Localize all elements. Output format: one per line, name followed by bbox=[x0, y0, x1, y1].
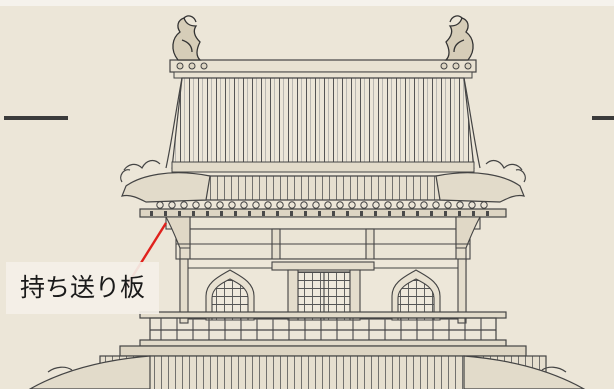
shachihoko-right bbox=[444, 15, 474, 61]
right-edge-rule bbox=[592, 116, 614, 120]
balcony-railing bbox=[139, 311, 507, 347]
ridge bbox=[169, 59, 477, 79]
eaves bbox=[120, 159, 526, 218]
beam-zone bbox=[165, 216, 481, 262]
lower-wall bbox=[179, 258, 467, 324]
left-edge-rule bbox=[4, 116, 68, 120]
shachihoko-left bbox=[172, 15, 202, 61]
callout-label: 持ち送り板 bbox=[6, 262, 160, 314]
lower-roof bbox=[28, 345, 586, 389]
upper-roof bbox=[165, 77, 481, 173]
